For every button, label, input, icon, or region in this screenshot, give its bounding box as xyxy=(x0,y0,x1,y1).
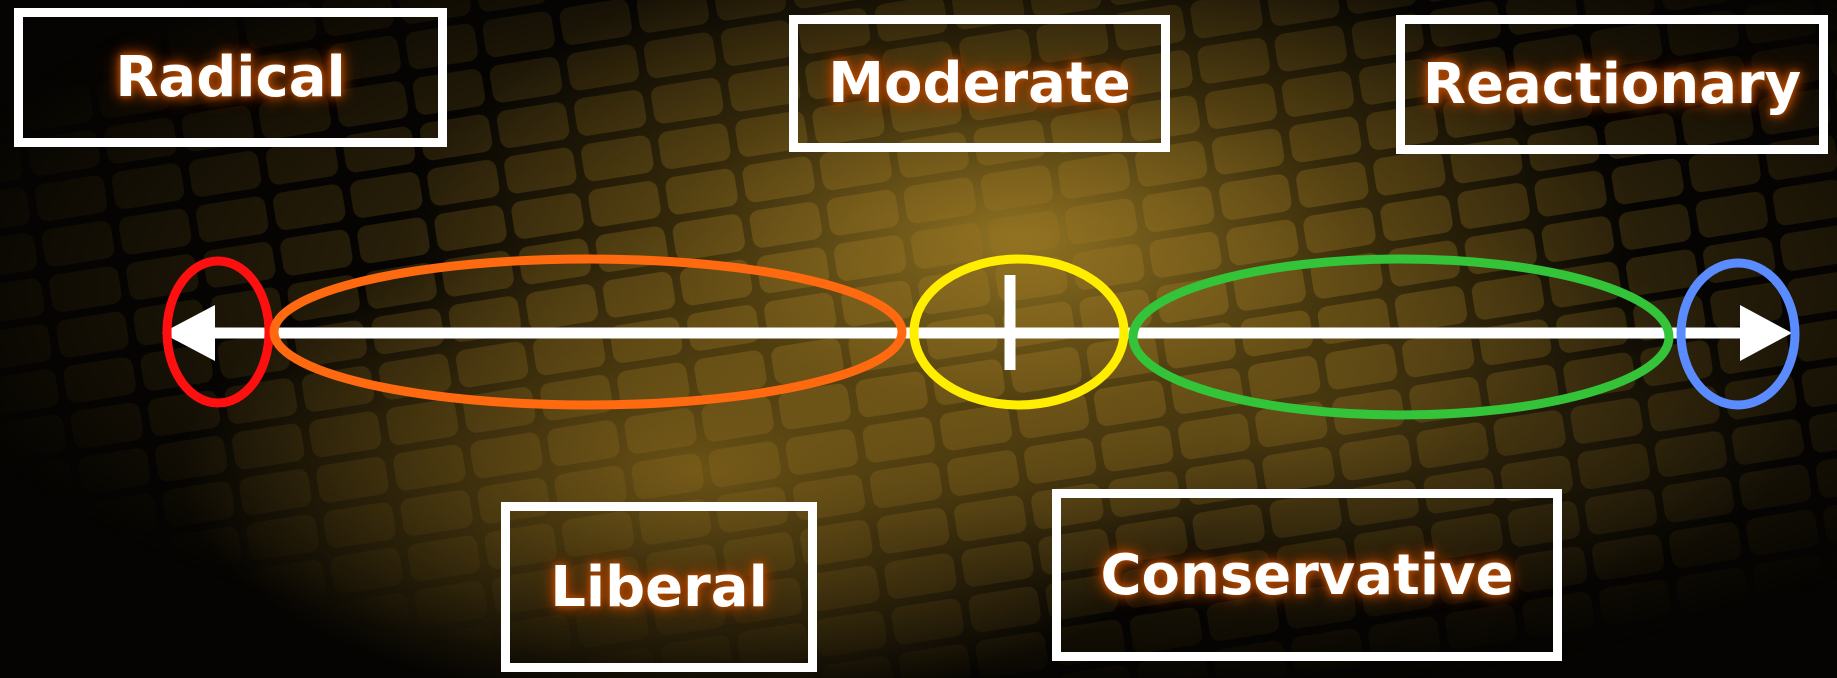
reactionary-label-box: Reactionary xyxy=(1396,15,1828,154)
left-arrowhead xyxy=(162,305,215,361)
liberal-label: Liberal xyxy=(550,554,768,620)
conservative-label: Conservative xyxy=(1100,542,1514,608)
radical-label-box: Radical xyxy=(14,8,447,147)
reactionary-label: Reactionary xyxy=(1422,52,1802,117)
right-arrowhead xyxy=(1740,305,1792,361)
moderate-label: Moderate xyxy=(828,51,1131,116)
conservative-label-box: Conservative xyxy=(1052,489,1562,661)
conservative-ellipse xyxy=(1128,254,1674,420)
liberal-label-box: Liberal xyxy=(501,502,817,672)
radical-ellipse xyxy=(162,256,274,408)
moderate-ellipse xyxy=(909,254,1129,410)
liberal-ellipse xyxy=(269,254,907,410)
radical-label: Radical xyxy=(115,45,346,110)
reactionary-ellipse xyxy=(1676,258,1800,410)
moderate-label-box: Moderate xyxy=(789,15,1170,152)
